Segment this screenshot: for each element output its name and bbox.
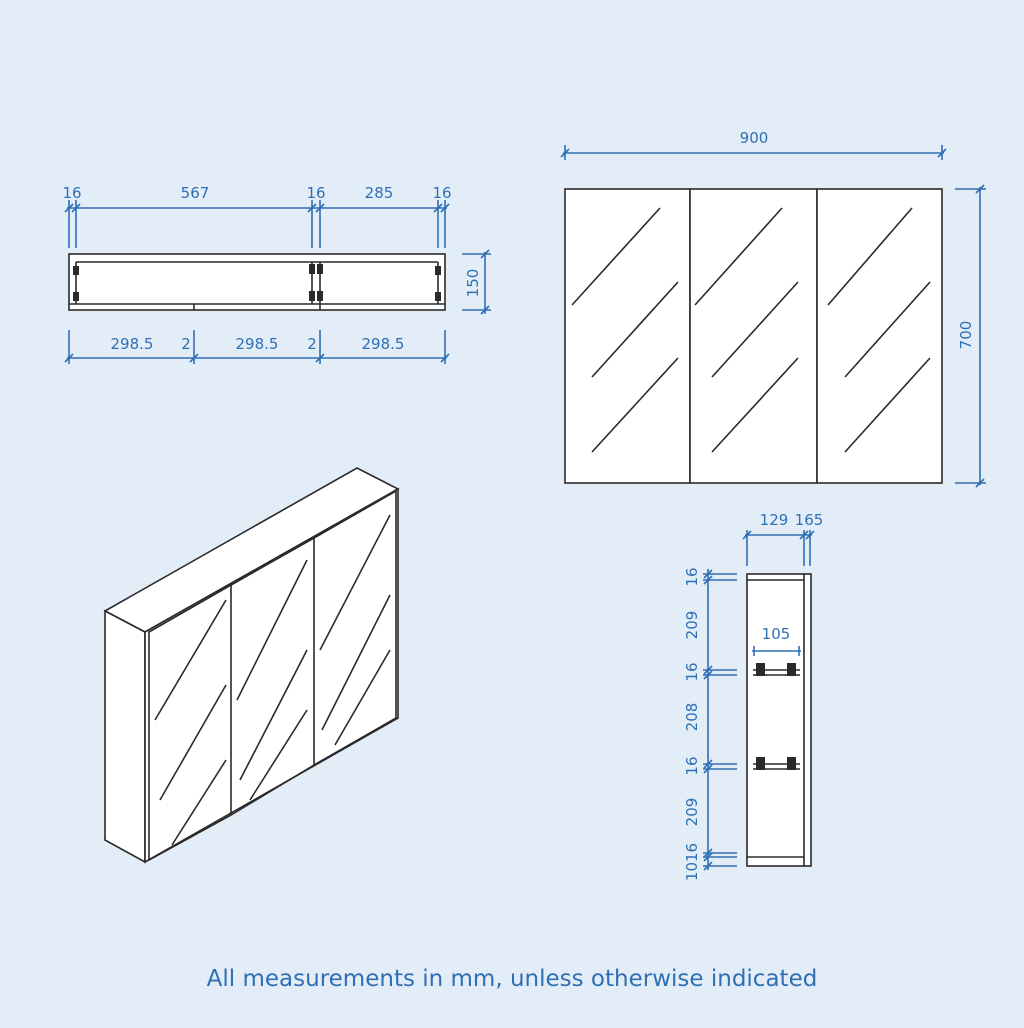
hinge-mark <box>73 292 79 301</box>
side-view: 129 165 105 16 209 16 208 16 209 1016 <box>683 511 823 881</box>
dim-label: 285 <box>365 184 394 202</box>
mirror-door-left <box>564 188 691 484</box>
dim-label: 209 <box>683 798 701 827</box>
dim-label: 2 <box>307 335 317 353</box>
dim-label: 16 <box>432 184 451 202</box>
iso-door-center <box>230 536 315 816</box>
dim-label: 298.5 <box>362 335 405 353</box>
isometric-view <box>103 467 400 864</box>
mirror-reflection-marks <box>827 207 931 453</box>
iso-reflection-marks <box>154 599 227 846</box>
dim-label: 129 <box>760 511 789 529</box>
dim-label: 16 <box>683 756 701 775</box>
mirror-door-right <box>816 188 943 484</box>
dim-ticks <box>480 249 490 315</box>
dim-label: 150 <box>464 269 482 298</box>
hinge-mark <box>309 291 315 301</box>
dim-label: 567 <box>181 184 210 202</box>
hinge-mark <box>309 264 315 274</box>
dim-label: 16 <box>306 184 325 202</box>
front-view: 900 700 <box>560 129 986 488</box>
hinge-mark <box>317 291 323 301</box>
shelf-bracket <box>756 663 765 676</box>
top-view-cabinet <box>68 253 446 311</box>
hinge-mark <box>435 292 441 301</box>
dim-label: 2 <box>181 335 191 353</box>
mirror-reflection-marks <box>694 207 799 453</box>
dim-label: 165 <box>795 511 824 529</box>
dim-label: 209 <box>683 611 701 640</box>
iso-reflection-marks <box>236 559 308 801</box>
shelf-bracket <box>787 757 796 770</box>
dim-label: 16 <box>683 662 701 681</box>
dim-label: 105 <box>762 625 791 643</box>
hinge-mark <box>435 266 441 275</box>
dim-ticks <box>560 148 947 158</box>
cabinet-side-face <box>104 609 146 864</box>
shelf-bracket <box>787 663 796 676</box>
mirror-reflection-marks <box>571 207 679 453</box>
side-section-cabinet <box>746 573 812 867</box>
dim-ext <box>703 573 737 867</box>
dim-ticks <box>703 569 713 871</box>
cabinet-front-face <box>144 487 399 864</box>
hinge-mark <box>317 264 323 274</box>
dim-ticks <box>975 184 985 488</box>
hinge-mark <box>73 266 79 275</box>
measurement-note: All measurements in mm, unless otherwise… <box>206 966 818 992</box>
shelf-bracket <box>756 757 765 770</box>
dim-label: 16 <box>683 567 701 586</box>
dim-ticks <box>64 203 450 213</box>
iso-door-right <box>313 489 397 766</box>
dim-label: 16 <box>62 184 81 202</box>
dim-label: 1016 <box>683 843 701 881</box>
dim-label: 900 <box>740 129 769 147</box>
dim-label: 298.5 <box>236 335 279 353</box>
dim-label: 298.5 <box>111 335 154 353</box>
dim-ticks <box>64 353 450 363</box>
dim-ticks <box>742 530 815 540</box>
mirror-door-center <box>689 188 818 484</box>
dim-label: 208 <box>683 703 701 732</box>
iso-reflection-marks <box>319 514 391 746</box>
dim-label: 700 <box>957 321 975 350</box>
top-view: 16 567 16 285 16 298.5 2 298.5 2 298.5 1… <box>62 184 491 364</box>
